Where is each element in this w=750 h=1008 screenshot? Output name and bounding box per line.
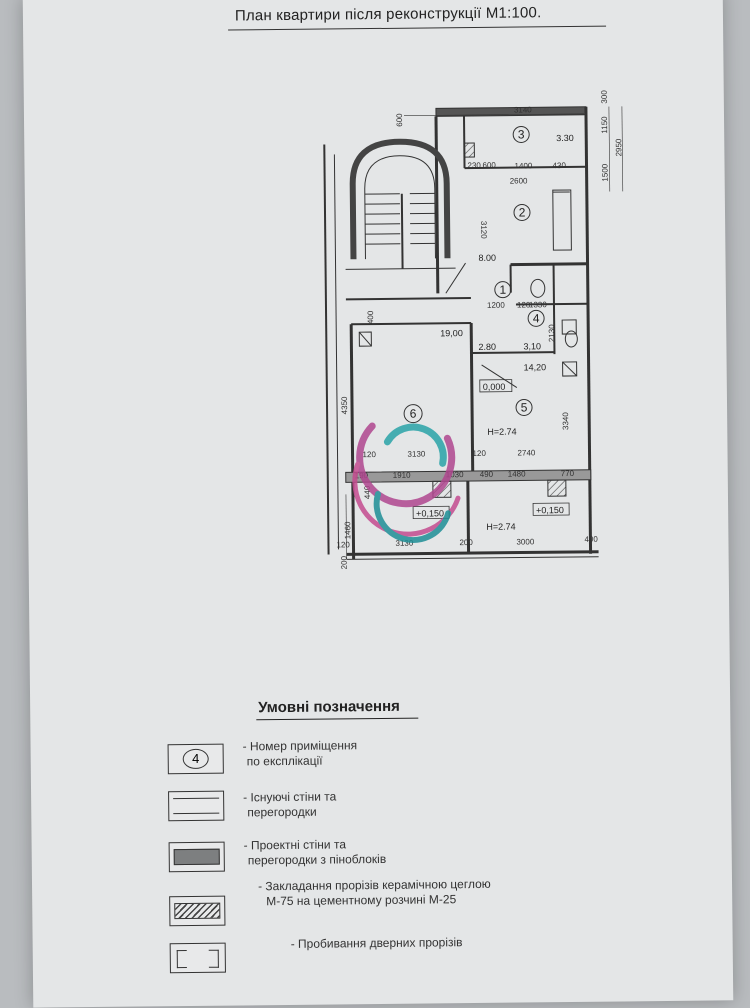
legend-text-1: - Номер приміщення по експлікації [243,738,358,769]
height-room-5: H=2.74 [487,427,516,437]
legend-item-3-line-1: - Проектні стіни та [244,837,387,853]
legend-room-number: 4 [183,749,209,769]
dim-230: 230 [467,161,481,170]
dim-600: 600 [395,113,404,127]
legend-underline [256,718,418,721]
dim-top-3140: 3140 [514,105,532,114]
room-5-number: 5 [521,400,528,414]
floor-plan-drawing: 3 2 1 4 5 6 3.30 8.00 19,00 2.80 3,10 14… [23,0,729,618]
dim-bottom-200: 200 [459,538,473,547]
height-balcony: H=2.74 [486,522,515,532]
area-room-2: 8.00 [478,253,496,263]
dim-1150: 1150 [600,116,609,134]
legend-item-1-line-1: - Номер приміщення [243,738,358,754]
room-1-number: 1 [499,283,506,297]
area-room-5: 14,20 [524,362,547,372]
level-mark-3: +0,150 [536,505,564,515]
legend-text-3: - Проектні стіни та перегородки з пінобл… [244,837,387,868]
dim-1400: 1400 [514,161,532,170]
dim-low-120: 120 [362,450,376,459]
room-3-number: 3 [518,127,525,141]
dim-low-770: 770 [561,469,575,478]
dim-low-1910: 1910 [393,471,411,480]
room-4-number: 4 [533,311,540,325]
legend-item-1-line-2: по експлікації [243,753,358,769]
legend-symbol-brick-filling [169,896,225,927]
legend-item-4-line-2: М-75 на цементному розчині М-25 [258,892,491,909]
dim-2130: 2130 [547,324,556,342]
legend-text-2: - Існуючі стіни та перегородки [243,789,336,820]
dim-600b: 600 [482,161,496,170]
dim-430: 430 [552,161,566,170]
dim-1330: 1330 [529,300,547,309]
dim-low-2740: 2740 [517,448,535,457]
legend-item-3-line-2: перегородки з піноблоків [244,852,387,868]
dim-3120: 3120 [479,221,488,239]
document-sheet: План квартири після реконструкції М1:100… [23,0,734,1008]
dim-bottom-120: 120 [336,540,350,549]
dim-low-120b: 120 [472,449,486,458]
legend-symbol-foam-block-walls [169,842,225,873]
legend-symbol-existing-walls [168,791,224,822]
level-mark-2: +0,150 [416,508,444,518]
dim-bottom-400: 400 [584,535,598,544]
legend-item-2-line-2: перегородки [243,804,336,820]
room-2-number: 2 [519,205,526,219]
dim-400: 400 [366,310,375,324]
dim-low-1480: 1480 [508,469,526,478]
legend-title: Умовні позначення [258,698,400,716]
room-6-number: 6 [410,407,417,421]
legend-symbol-door-openings [170,943,226,974]
dim-low-1460: 1460 [343,521,352,539]
legend-symbol-room-number: 4 [168,744,224,775]
legend-item-5-line-1: - Пробивання дверних прорізів [291,935,463,952]
dim-low-490: 490 [480,470,494,479]
stair-treads [365,193,436,269]
legend-item-2-line-1: - Існуючі стіни та [243,789,336,805]
dim-1200: 1200 [487,301,505,310]
legend-text-4: - Закладання прорізів керамічною цеглою … [258,877,491,909]
dim-300: 300 [600,90,609,104]
legend-text-5: - Пробивання дверних прорізів [291,935,463,952]
dim-2950: 2950 [614,138,623,156]
dim-low-3130: 3130 [407,449,425,458]
area-room-4: 3,10 [523,341,541,351]
dim-bottom-3000: 3000 [516,537,534,546]
level-mark-1: 0,000 [483,382,506,392]
dim-2600: 2600 [510,176,528,185]
area-room-1: 2.80 [478,342,496,352]
dim-3340: 3340 [561,412,570,430]
dim-bottom-200b: 200 [340,555,349,569]
area-room-3: 3.30 [556,133,574,143]
watermark-logo [354,425,458,540]
dim-1500: 1500 [600,163,609,181]
area-room-6: 19,00 [440,328,463,338]
dim-4350: 4350 [340,396,349,414]
